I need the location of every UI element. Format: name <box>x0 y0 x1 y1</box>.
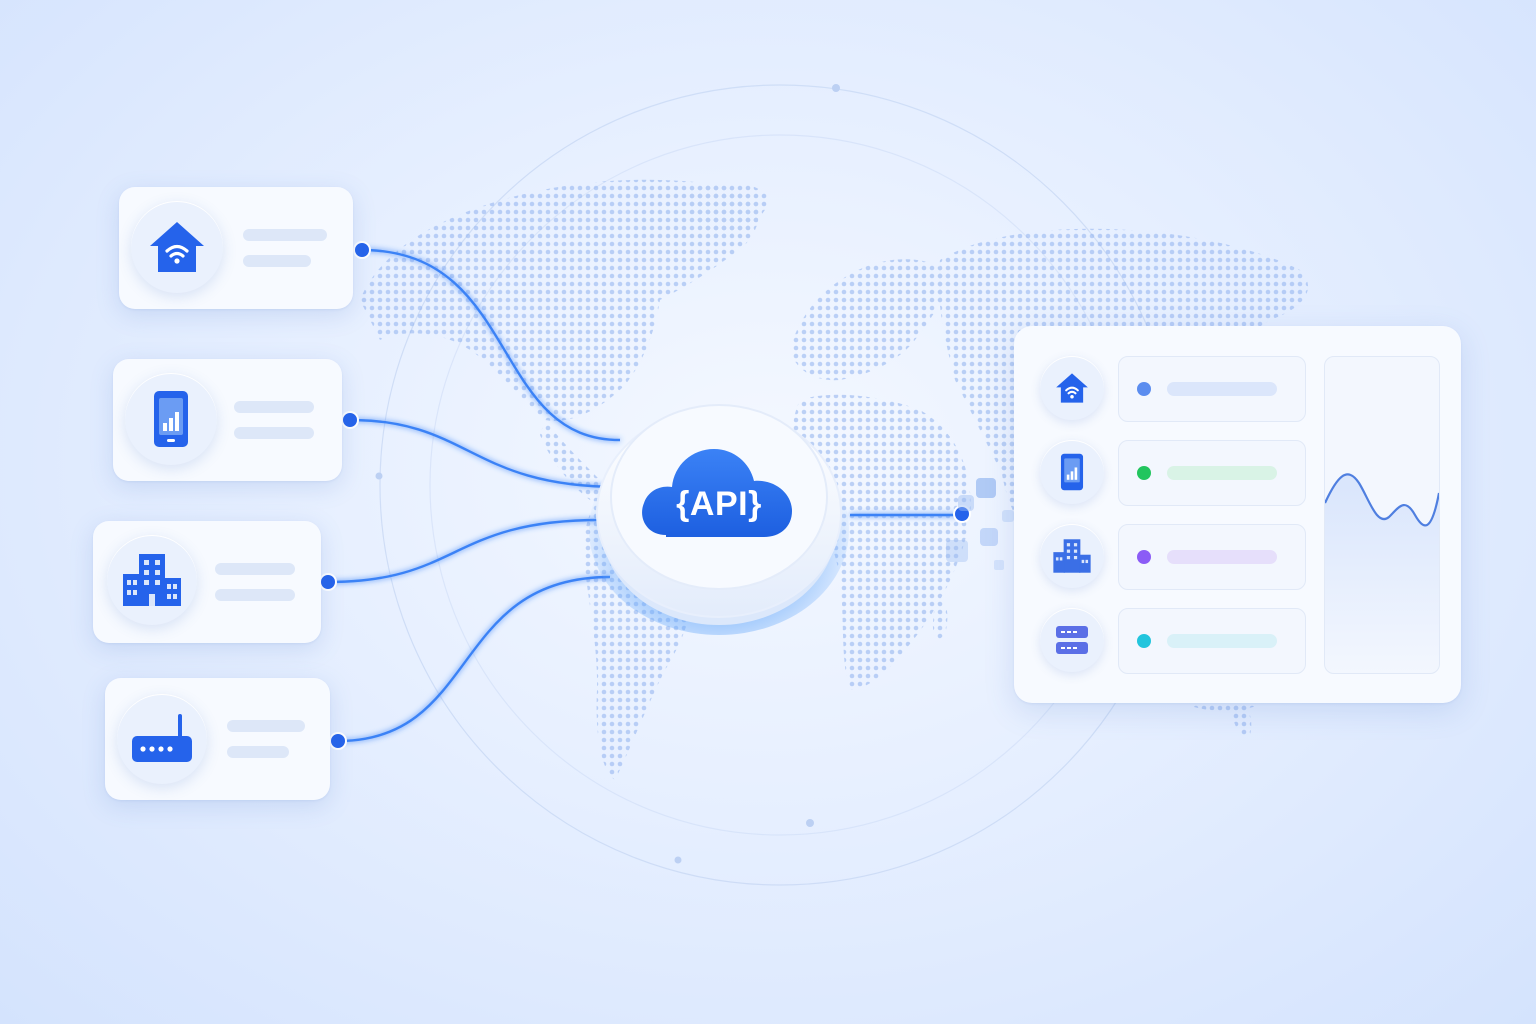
device-card-router[interactable] <box>105 678 330 800</box>
dashboard-row[interactable] <box>1118 440 1306 506</box>
text-placeholder <box>234 401 314 413</box>
dashboard-row-icon <box>1040 440 1104 504</box>
status-dot <box>1137 550 1151 564</box>
map-europe <box>790 259 950 381</box>
text-placeholder <box>227 720 305 732</box>
text-placeholder <box>215 589 295 601</box>
row-bar <box>1167 550 1277 564</box>
ring-dots <box>375 84 840 864</box>
smartphone-icon <box>154 391 188 447</box>
router-icon <box>132 714 192 762</box>
device-card-phone[interactable] <box>113 359 342 481</box>
data-packets <box>946 478 1014 570</box>
status-dot <box>1137 382 1151 396</box>
map-islands <box>1230 699 1252 736</box>
map-greenland <box>689 182 770 236</box>
cloud-icon <box>642 449 792 537</box>
dashboard-row[interactable] <box>1118 524 1306 590</box>
dashboard-panel[interactable] <box>1014 326 1461 703</box>
connector-home <box>361 248 621 442</box>
device-card-building[interactable] <box>93 521 321 643</box>
endpoint-home <box>353 241 371 259</box>
connector-endpoints <box>319 241 971 750</box>
device-icon-circle <box>107 535 197 625</box>
status-dot <box>1137 466 1151 480</box>
smart-home-icon <box>1056 373 1088 403</box>
map-central-america <box>540 420 605 502</box>
smartphone-icon <box>1060 453 1084 491</box>
device-card-home[interactable] <box>119 187 353 309</box>
connector-router <box>337 575 611 743</box>
connectors <box>327 248 962 743</box>
endpoint-router <box>329 732 347 750</box>
dashboard-row-icon <box>1040 608 1104 672</box>
map-africa <box>792 394 971 690</box>
row-bar <box>1167 634 1277 648</box>
api-hub[interactable]: {API} <box>588 385 850 635</box>
endpoint-phone <box>341 411 359 429</box>
connector-building <box>327 518 601 584</box>
sparkline <box>1325 473 1439 673</box>
building-icon <box>1053 539 1091 573</box>
api-hub-graphic <box>589 404 849 635</box>
row-bar <box>1167 466 1277 480</box>
sparkline-panel <box>1324 356 1440 674</box>
device-icon-circle <box>117 694 207 784</box>
text-placeholder <box>215 563 295 575</box>
endpoint-output <box>953 505 971 523</box>
text-placeholder <box>234 427 314 439</box>
map-madagascar <box>932 599 948 639</box>
text-placeholder <box>243 229 327 241</box>
dashboard-row[interactable] <box>1118 608 1306 674</box>
dashboard-row-icon <box>1040 356 1104 420</box>
map-north-america <box>360 179 759 421</box>
endpoint-building <box>319 573 337 591</box>
api-label: {API} <box>676 484 762 523</box>
dashboard-row[interactable] <box>1118 356 1306 422</box>
smart-home-icon <box>150 222 204 272</box>
text-placeholder <box>227 746 289 758</box>
status-dot <box>1137 634 1151 648</box>
row-bar <box>1167 382 1277 396</box>
connector-phone <box>349 418 621 489</box>
dashboard-row-icon <box>1040 524 1104 588</box>
text-placeholder <box>243 255 311 267</box>
server-icon <box>1056 626 1088 654</box>
device-icon-circle <box>125 373 217 465</box>
building-icon <box>123 554 181 606</box>
device-icon-circle <box>131 201 223 293</box>
